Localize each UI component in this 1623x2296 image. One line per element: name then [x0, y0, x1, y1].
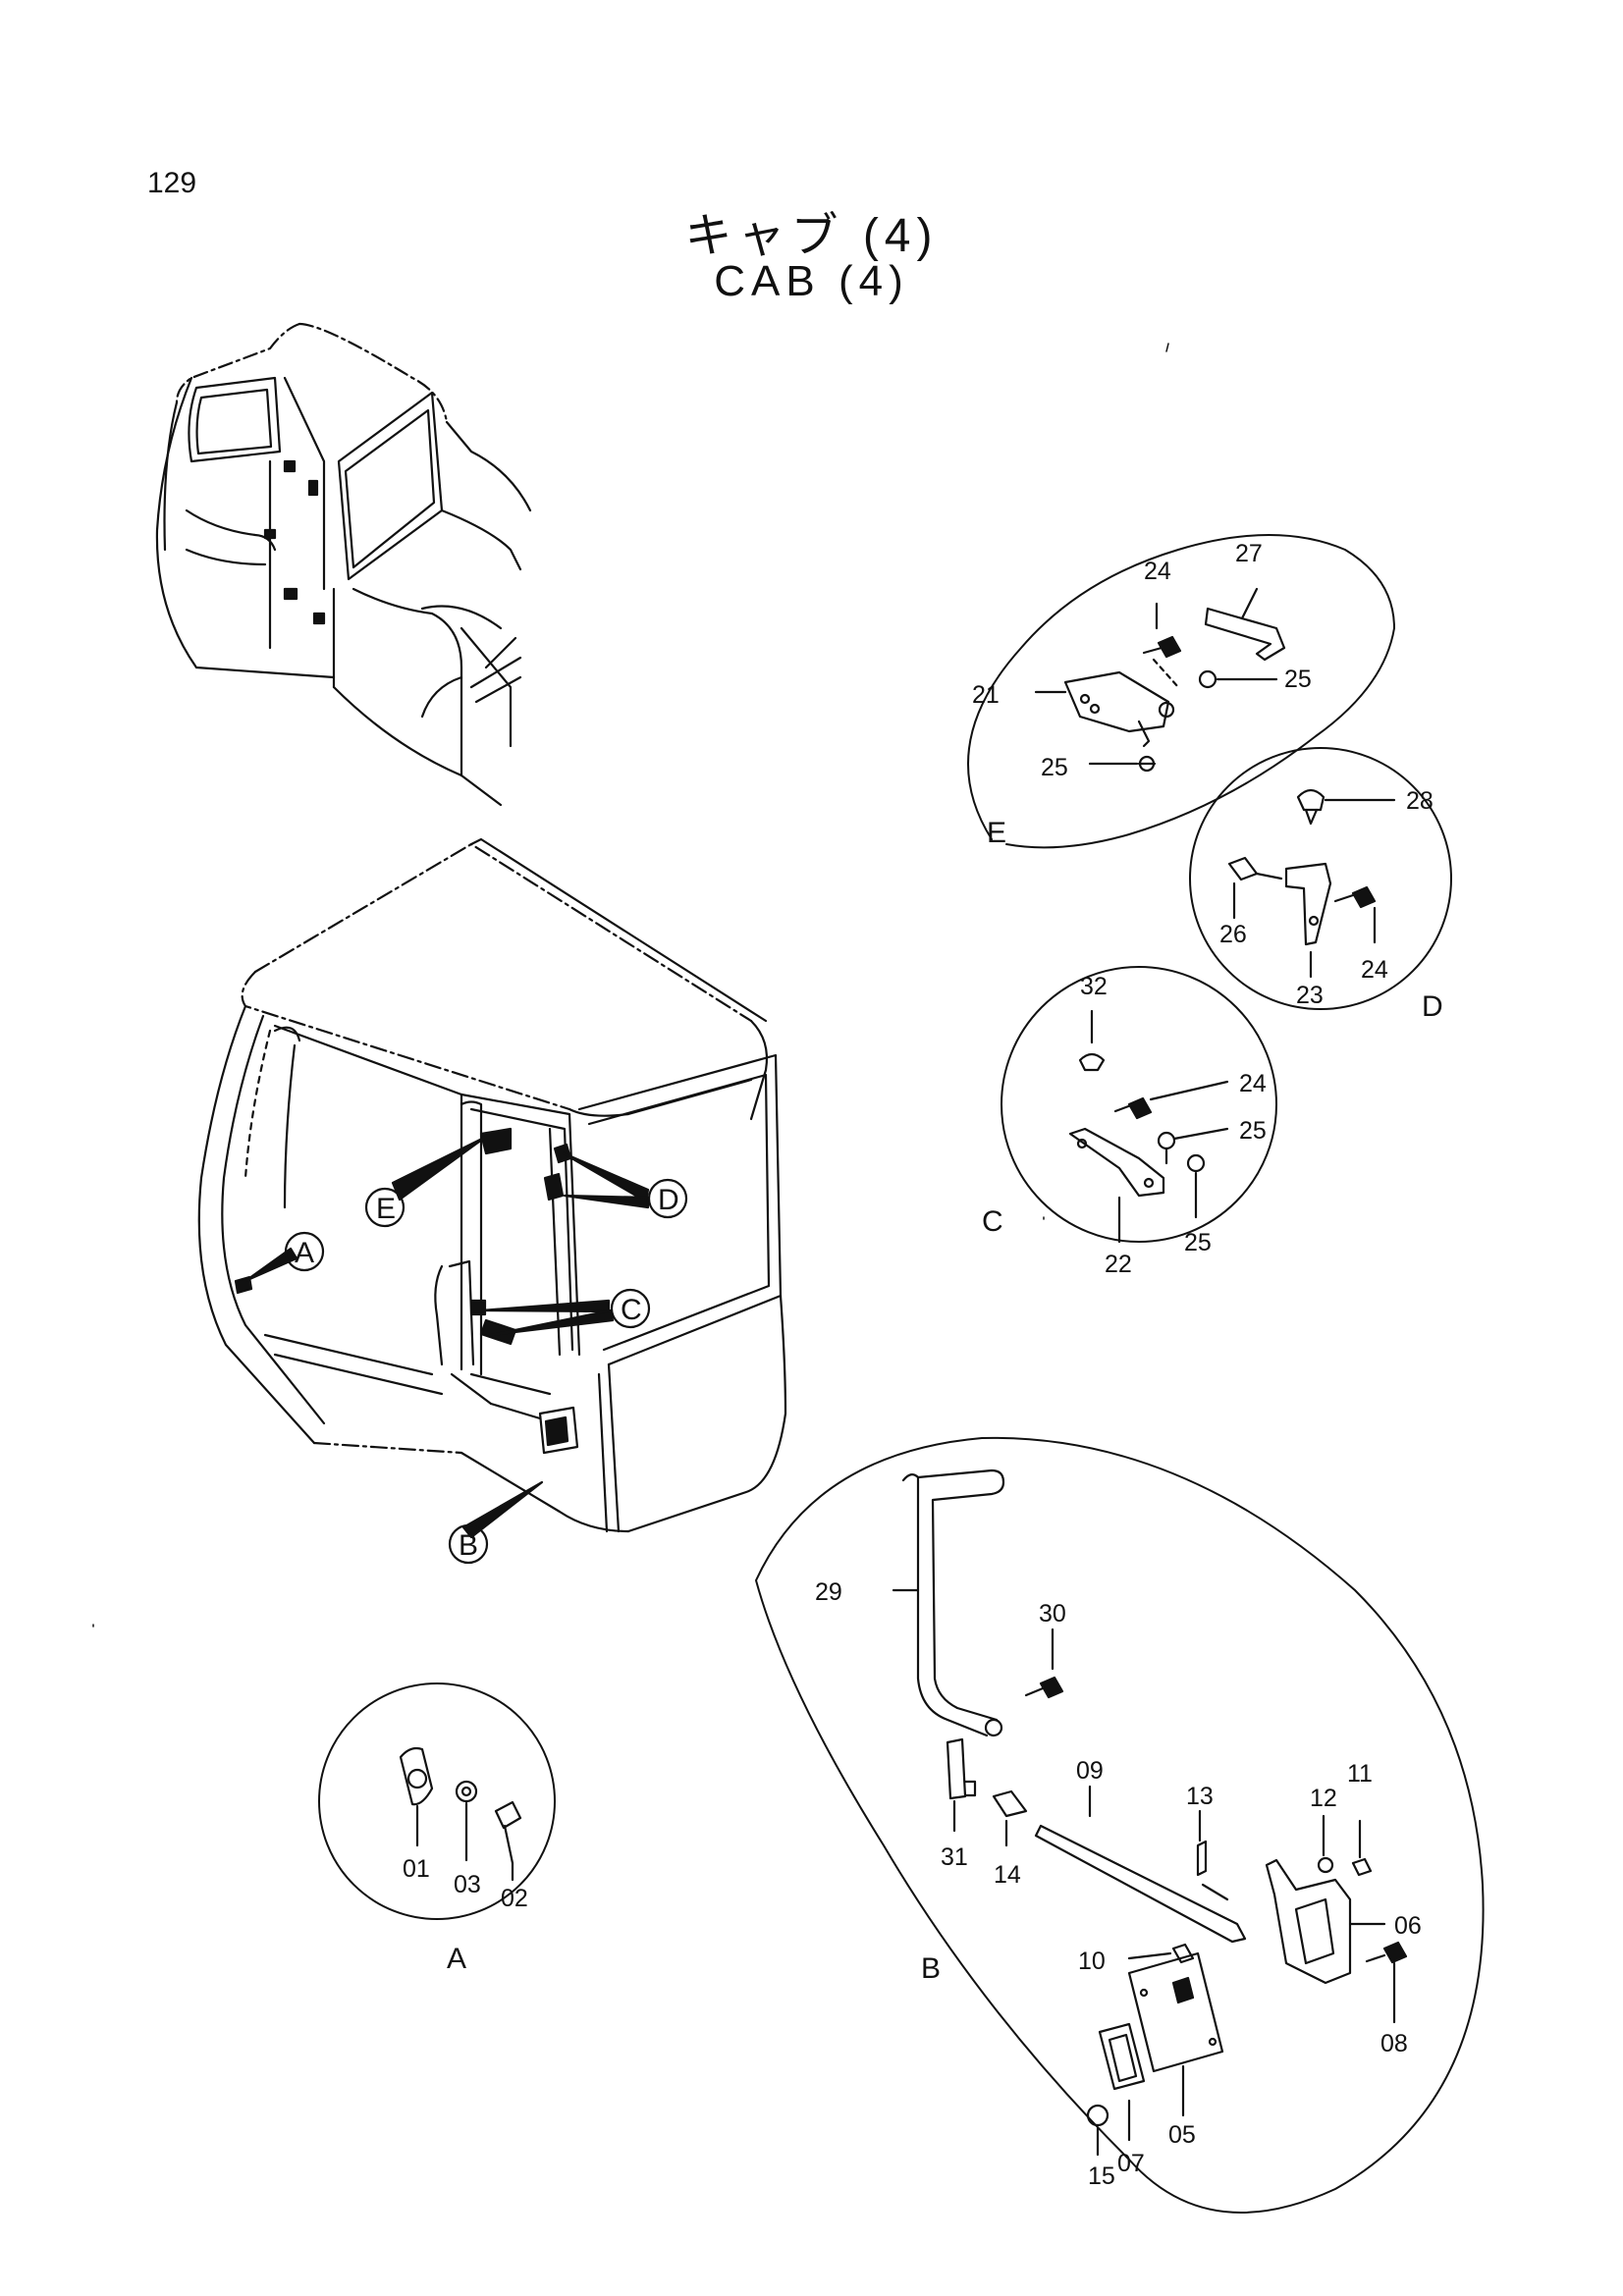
callout-E-label: E	[376, 1193, 396, 1225]
callout-D-label: D	[658, 1184, 679, 1216]
detail-E-label: E	[987, 817, 1006, 849]
part-14-label: 14	[994, 1861, 1021, 1889]
callout-E-pointer: E	[364, 1135, 488, 1228]
callout-E-circle	[364, 1187, 406, 1228]
part-06-label: 06	[1394, 1912, 1422, 1940]
part-31-label: 31	[941, 1843, 968, 1871]
part-30-label: 30	[1039, 1600, 1066, 1628]
callout-D-circle	[647, 1178, 688, 1219]
part-05-label: 05	[1168, 2121, 1196, 2149]
main-cab-illustration	[197, 837, 787, 1533]
detail-D: 28 26 23 24 D	[1189, 747, 1452, 1023]
detail-E: 24 27 21 25 25 E	[967, 534, 1395, 849]
callout-A-label: A	[295, 1237, 314, 1269]
detail-C-label: C	[982, 1205, 1003, 1238]
part-23-label: 23	[1296, 982, 1324, 1009]
title-en-text: CAB (4)	[714, 257, 909, 305]
page-title-english: CAB (4)	[0, 257, 1623, 306]
callout-B-pointer: B	[448, 1480, 544, 1565]
callout-C-circle	[610, 1288, 651, 1329]
part-25-label-2: 25	[1041, 754, 1068, 781]
part-13-label: 13	[1186, 1783, 1214, 1810]
callout-B-circle	[448, 1523, 489, 1565]
part-27-label: 27	[1235, 540, 1263, 567]
callout-C-pointer: C	[479, 1288, 651, 1337]
part-10-label: 10	[1078, 1948, 1106, 1975]
part-29-label: 29	[815, 1578, 842, 1606]
part-24-label-d: 24	[1361, 956, 1388, 984]
part-01-label: 01	[403, 1855, 430, 1883]
page-title-japanese: キャブ (4)	[0, 196, 1623, 265]
callout-B-label: B	[459, 1529, 478, 1562]
detail-D-label: D	[1422, 990, 1443, 1023]
part-22-label: 22	[1105, 1251, 1132, 1278]
part-21-label: 21	[972, 681, 1000, 709]
callout-A-pointer: A	[243, 1231, 325, 1283]
part-32-label: 32	[1080, 973, 1108, 1000]
callout-C-label: C	[621, 1294, 642, 1326]
overview-machine-illustration	[155, 322, 532, 807]
callout-D-pointer: D	[560, 1150, 688, 1219]
detail-B-label: B	[921, 1952, 941, 1985]
page-number: 129	[147, 167, 197, 199]
detail-A-label: A	[447, 1943, 466, 1975]
part-25-label-c2: 25	[1184, 1229, 1212, 1256]
detail-A: 01 03 02 A	[318, 1682, 556, 1975]
part-09-label: 09	[1076, 1757, 1104, 1785]
part-12-label: 12	[1310, 1785, 1337, 1812]
part-25-label-c: 25	[1239, 1117, 1267, 1145]
part-07-label: 07	[1117, 2150, 1145, 2177]
part-03-label: 03	[454, 1871, 481, 1898]
detail-B: 29 30 31 14 09 13 12 11 06 10 08 05 07 1…	[755, 1436, 1485, 2214]
part-11-label: 11	[1347, 1760, 1373, 1788]
part-15-label: 15	[1088, 2163, 1115, 2190]
part-02-label: 02	[501, 1885, 528, 1912]
part-28-label: 28	[1406, 787, 1434, 815]
part-24-label: 24	[1144, 558, 1171, 585]
part-26-label: 26	[1219, 921, 1247, 948]
part-24-label-c: 24	[1239, 1070, 1267, 1097]
part-08-label: 08	[1380, 2030, 1408, 2057]
title-jp-text: キャブ (4)	[684, 210, 939, 262]
detail-C: 32 24 25 22 25 C	[982, 966, 1277, 1278]
callout-A-circle	[284, 1231, 325, 1272]
part-25-label: 25	[1284, 666, 1312, 693]
